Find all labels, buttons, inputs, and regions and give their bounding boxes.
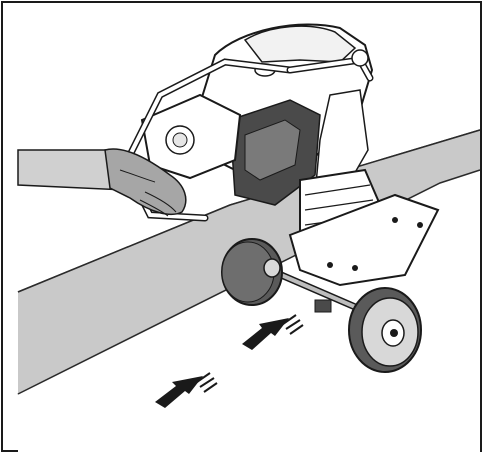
figure-frame — [0, 0, 485, 465]
rammer-illustration — [0, 0, 485, 465]
